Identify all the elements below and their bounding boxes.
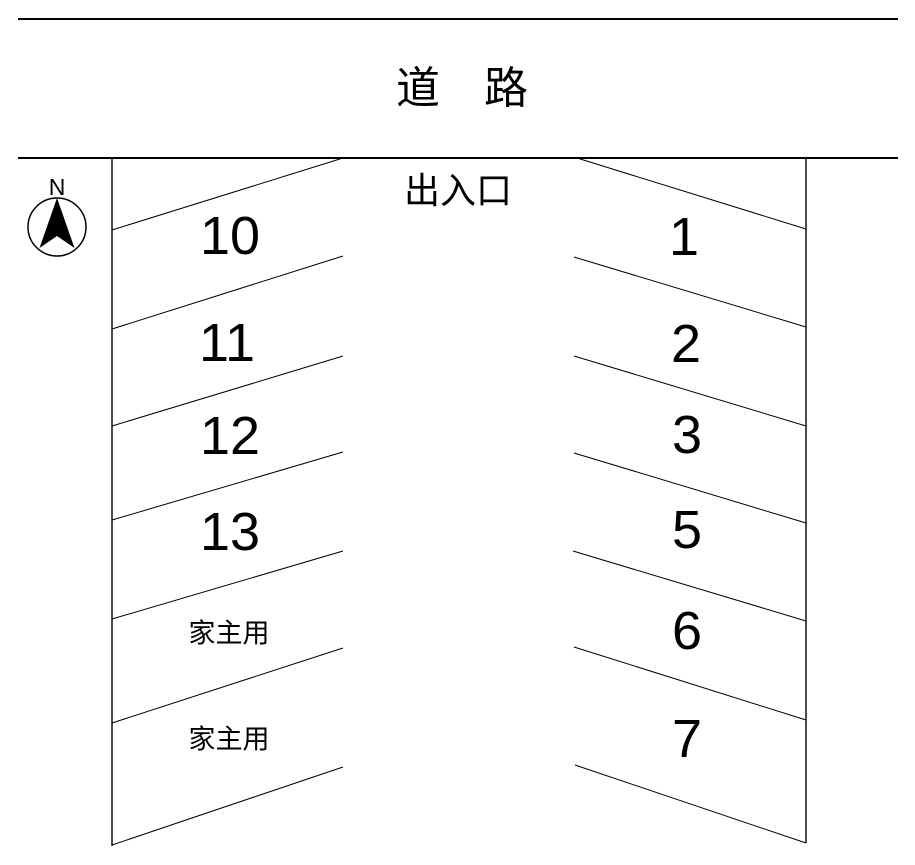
right-stall-divider-5 [572, 550, 807, 622]
left-stall-divider-4 [111, 451, 344, 521]
stall-label-10: 10 [199, 206, 261, 266]
stall-label-5: 5 [671, 500, 703, 560]
road-label: 道 路 [396, 64, 528, 113]
stall-label-1: 1 [668, 207, 700, 267]
right-stall-divider-4 [573, 452, 807, 524]
stall-label-12: 12 [199, 406, 261, 466]
stall-label-6: 6 [671, 601, 703, 661]
stall-label-7: 7 [671, 709, 703, 769]
north-arrow-icon [39, 198, 75, 248]
stall-label-11: 11 [198, 313, 256, 373]
left-stall-divider-2 [111, 255, 344, 330]
left-stall-divider-7 [111, 766, 344, 846]
stall-label-owner-1: 家主用 [188, 618, 270, 649]
right-stall-divider-3 [573, 355, 807, 427]
right-stall-divider-2 [573, 256, 807, 328]
left-stall-divider-1 [111, 157, 344, 231]
left-stall-divider-6 [111, 647, 344, 724]
left-stall-divider-5 [111, 550, 344, 620]
north-label: N [49, 174, 66, 200]
north-compass: N [27, 174, 87, 257]
stall-label-3: 3 [671, 405, 703, 465]
stall-label-13: 13 [199, 502, 261, 562]
left-stall-divider-3 [111, 355, 344, 427]
stall-label-2: 2 [670, 314, 702, 374]
entrance-label: 出入口 [403, 170, 513, 211]
right-stall-divider-6 [573, 646, 807, 721]
stall-label-owner-2: 家主用 [188, 724, 270, 755]
right-stall-divider-1 [576, 157, 807, 230]
right-stall-divider-7 [574, 764, 807, 844]
